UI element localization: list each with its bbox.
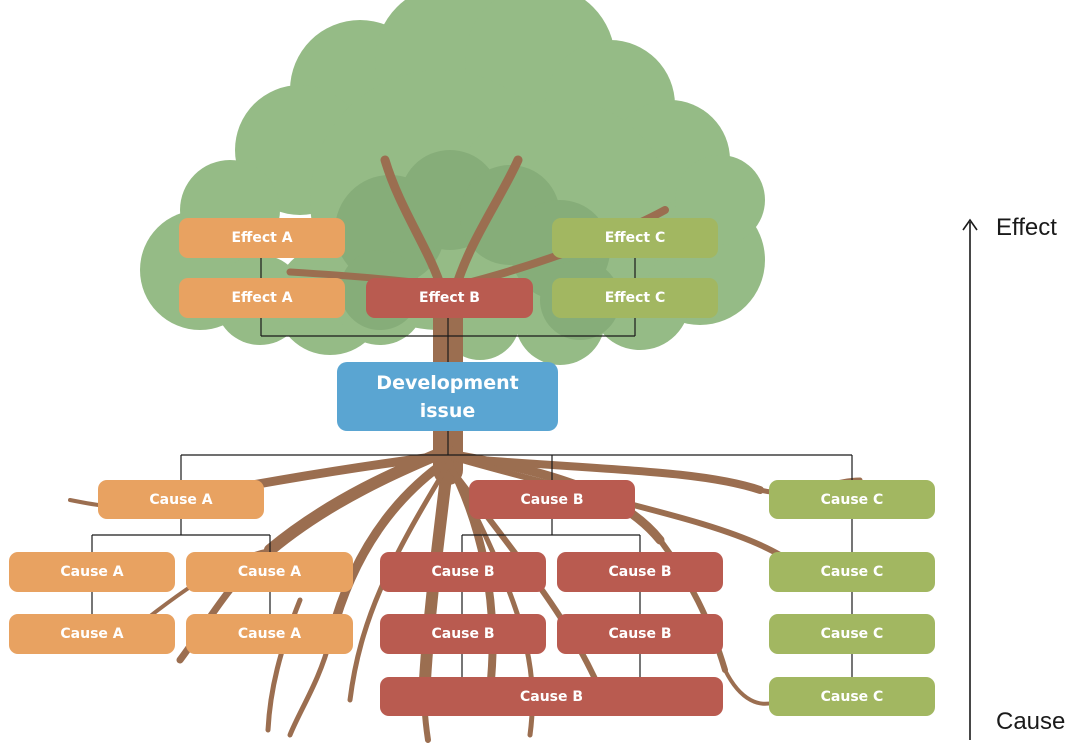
cause-b-box: Cause B <box>557 552 723 592</box>
cause-a-box: Cause A <box>186 614 353 654</box>
axis-bottom-label: Cause <box>996 708 1066 735</box>
cause-c-box: Cause C <box>769 480 935 519</box>
cause-a-box: Cause A <box>186 552 353 592</box>
cause-b-box: Cause B <box>469 480 635 519</box>
cause-b-box: Cause B <box>380 677 723 716</box>
cause-b-box: Cause B <box>557 614 723 654</box>
core-problem-box: Development issue <box>337 362 558 431</box>
tree-canopy-inner <box>335 150 620 340</box>
effect-b-box: Effect B <box>366 278 533 318</box>
cause-c-box: Cause C <box>769 614 935 654</box>
axis-top-label: Effect <box>996 214 1057 241</box>
cause-c-box: Cause C <box>769 677 935 716</box>
cause-a-box: Cause A <box>9 614 175 654</box>
effect-c-box: Effect C <box>552 278 718 318</box>
effect-a-box: Effect A <box>179 218 345 258</box>
cause-a-box: Cause A <box>98 480 264 519</box>
effect-cause-axis <box>962 218 978 740</box>
cause-b-box: Cause B <box>380 614 546 654</box>
cause-c-box: Cause C <box>769 552 935 592</box>
cause-b-box: Cause B <box>380 552 546 592</box>
effect-c-box: Effect C <box>552 218 718 258</box>
effect-a-box: Effect A <box>179 278 345 318</box>
cause-a-box: Cause A <box>9 552 175 592</box>
